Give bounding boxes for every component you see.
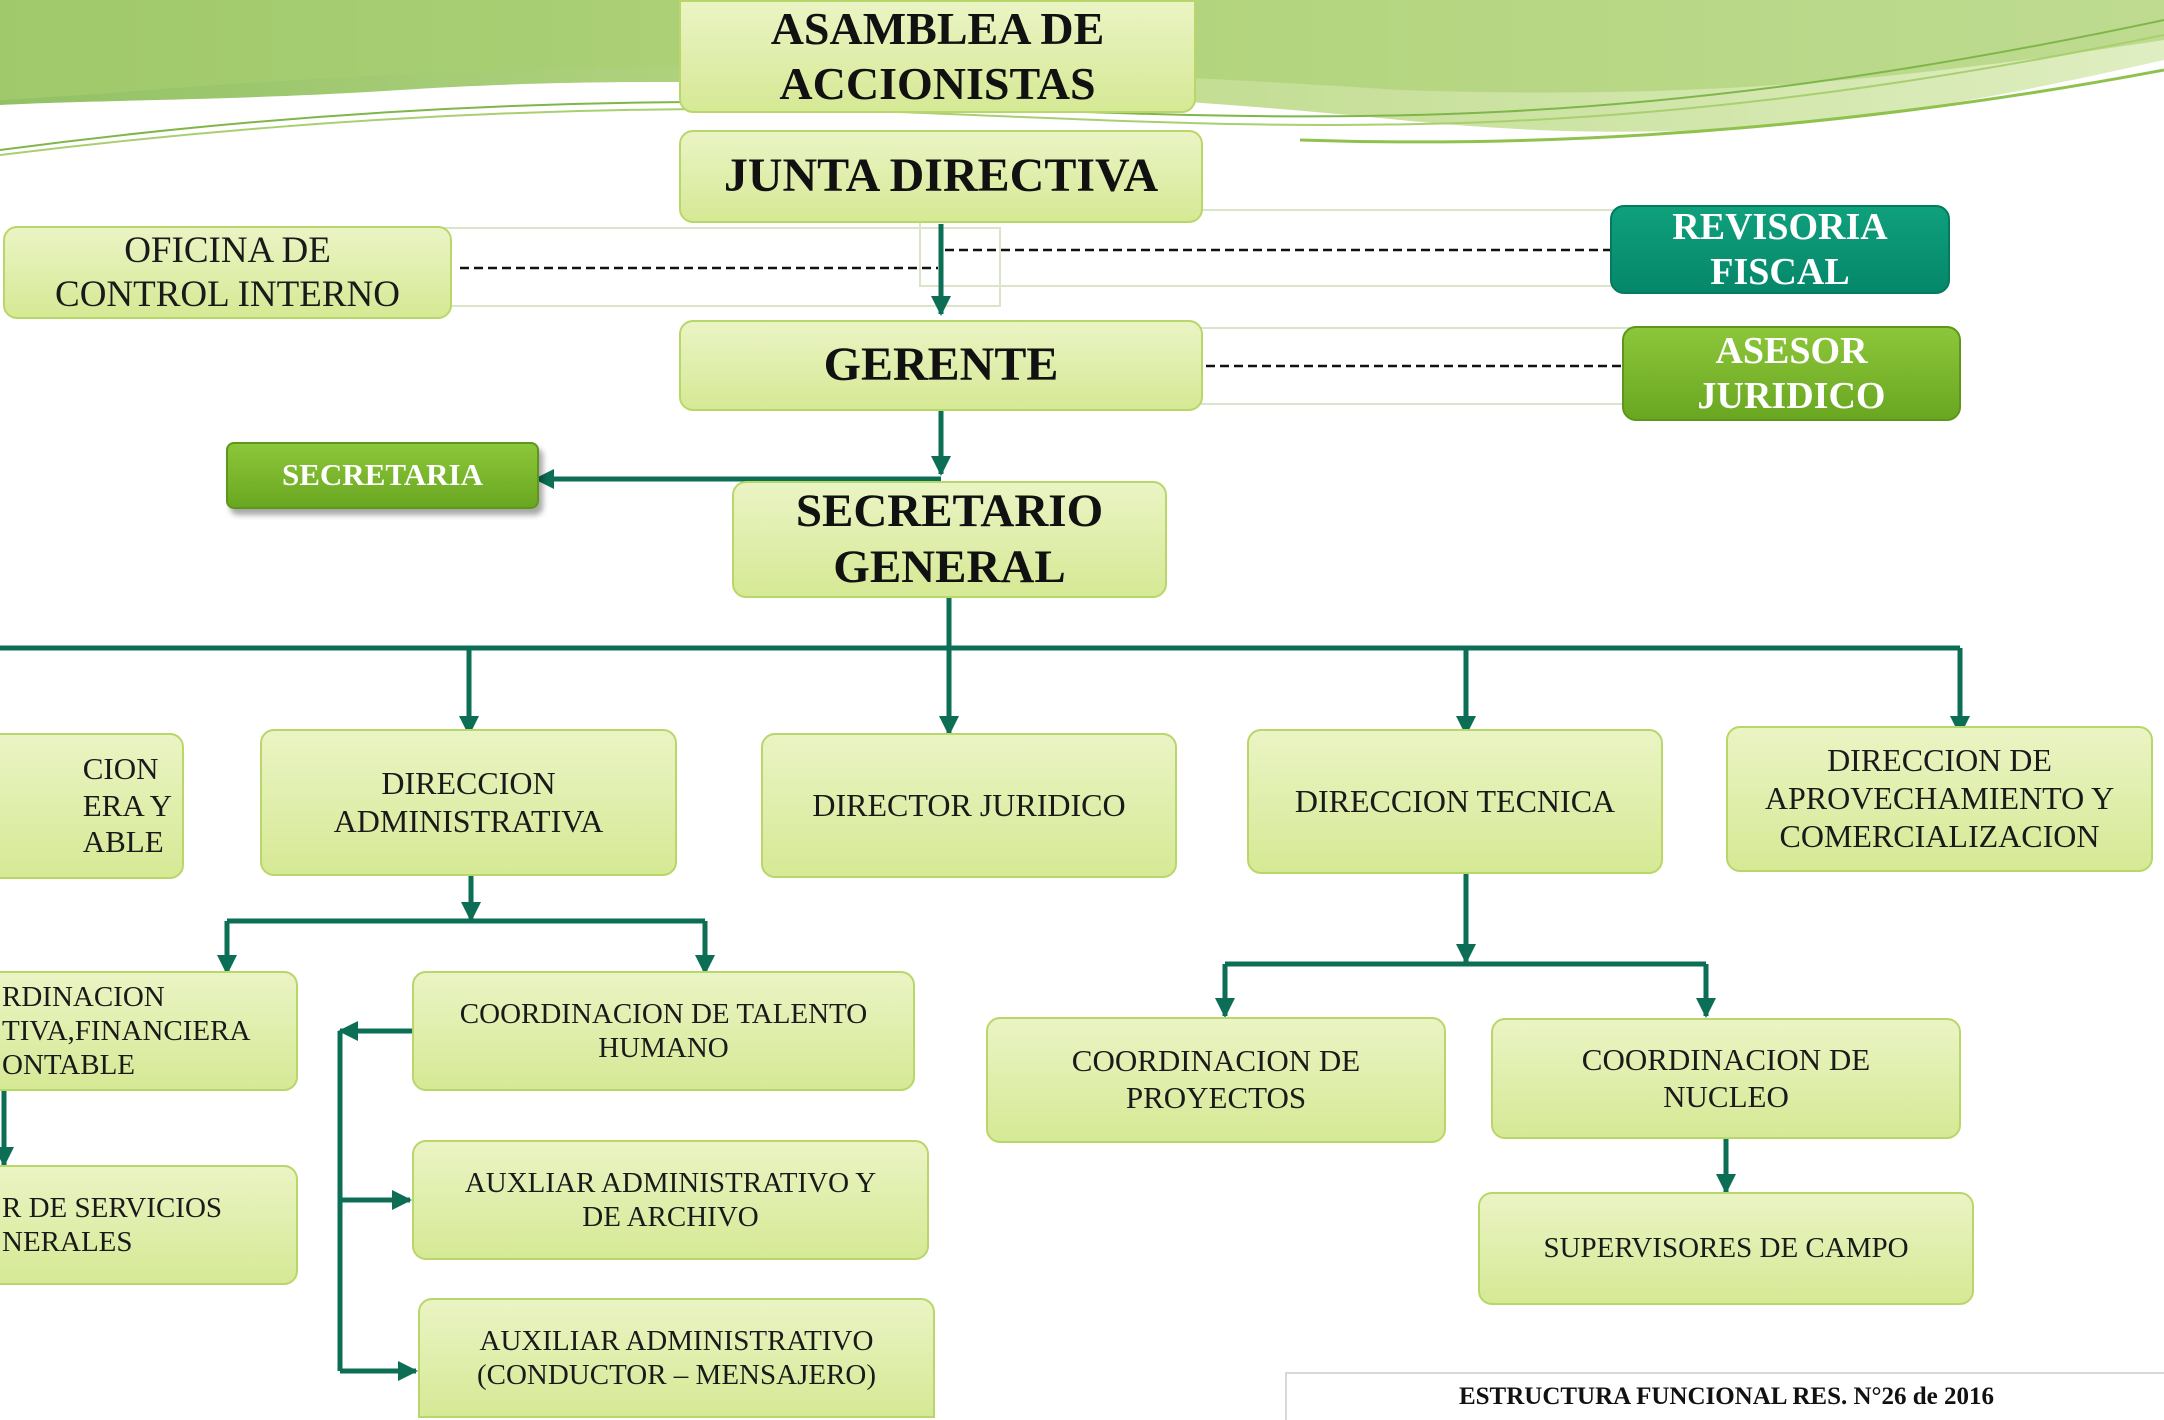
junta-node: JUNTA DIRECTIVA — [679, 130, 1203, 223]
gerente-node: GERENTE — [679, 320, 1203, 411]
secretario-general-node: SECRETARIO GENERAL — [732, 481, 1167, 598]
control-interno-node: OFICINA DE CONTROL INTERNO — [3, 226, 452, 319]
dashed-lines — [460, 248, 1622, 368]
servicios-generales-node: R DE SERVICIOS NERALES — [0, 1165, 298, 1285]
supervisores-node: SUPERVISORES DE CAMPO — [1478, 1192, 1974, 1305]
revisoria-node: REVISORIA FISCAL — [1610, 205, 1950, 294]
footer-caption: ESTRUCTURA FUNCIONAL RES. N°26 de 2016 — [1285, 1372, 2164, 1420]
coordinacion-nucleo-node: COORDINACION DE NUCLEO — [1491, 1018, 1961, 1139]
director-juridico-node: DIRECTOR JURIDICO — [761, 733, 1177, 878]
direccion-administrativa-node: DIRECCION ADMINISTRATIVA — [260, 729, 677, 876]
direccion-aprovechamiento-node: DIRECCION DE APROVECHAMIENTO Y COMERCIAL… — [1726, 726, 2153, 872]
asamblea-node: ASAMBLEA DE ACCIONISTAS — [679, 0, 1196, 113]
direccion-tecnica-node: DIRECCION TECNICA — [1247, 729, 1663, 874]
auxiliar-conductor-node: AUXILIAR ADMINISTRATIVO (CONDUCTOR – MEN… — [418, 1298, 935, 1418]
secretaria-node: SECRETARIA — [226, 442, 539, 509]
solid-connectors — [0, 224, 1970, 1381]
coordinacion-talento-node: COORDINACION DE TALENTO HUMANO — [412, 971, 915, 1091]
coordinacion-financiera-node: RDINACION TIVA,FINANCIERA ONTABLE — [0, 971, 298, 1091]
direccion-financiera-node: CION ERA Y ABLE — [0, 733, 184, 879]
coordinacion-proyectos-node: COORDINACION DE PROYECTOS — [986, 1017, 1446, 1143]
auxiliar-archivo-node: AUXLIAR ADMINISTRATIVO Y DE ARCHIVO — [412, 1140, 929, 1260]
asesor-node: ASESOR JURIDICO — [1622, 326, 1961, 421]
